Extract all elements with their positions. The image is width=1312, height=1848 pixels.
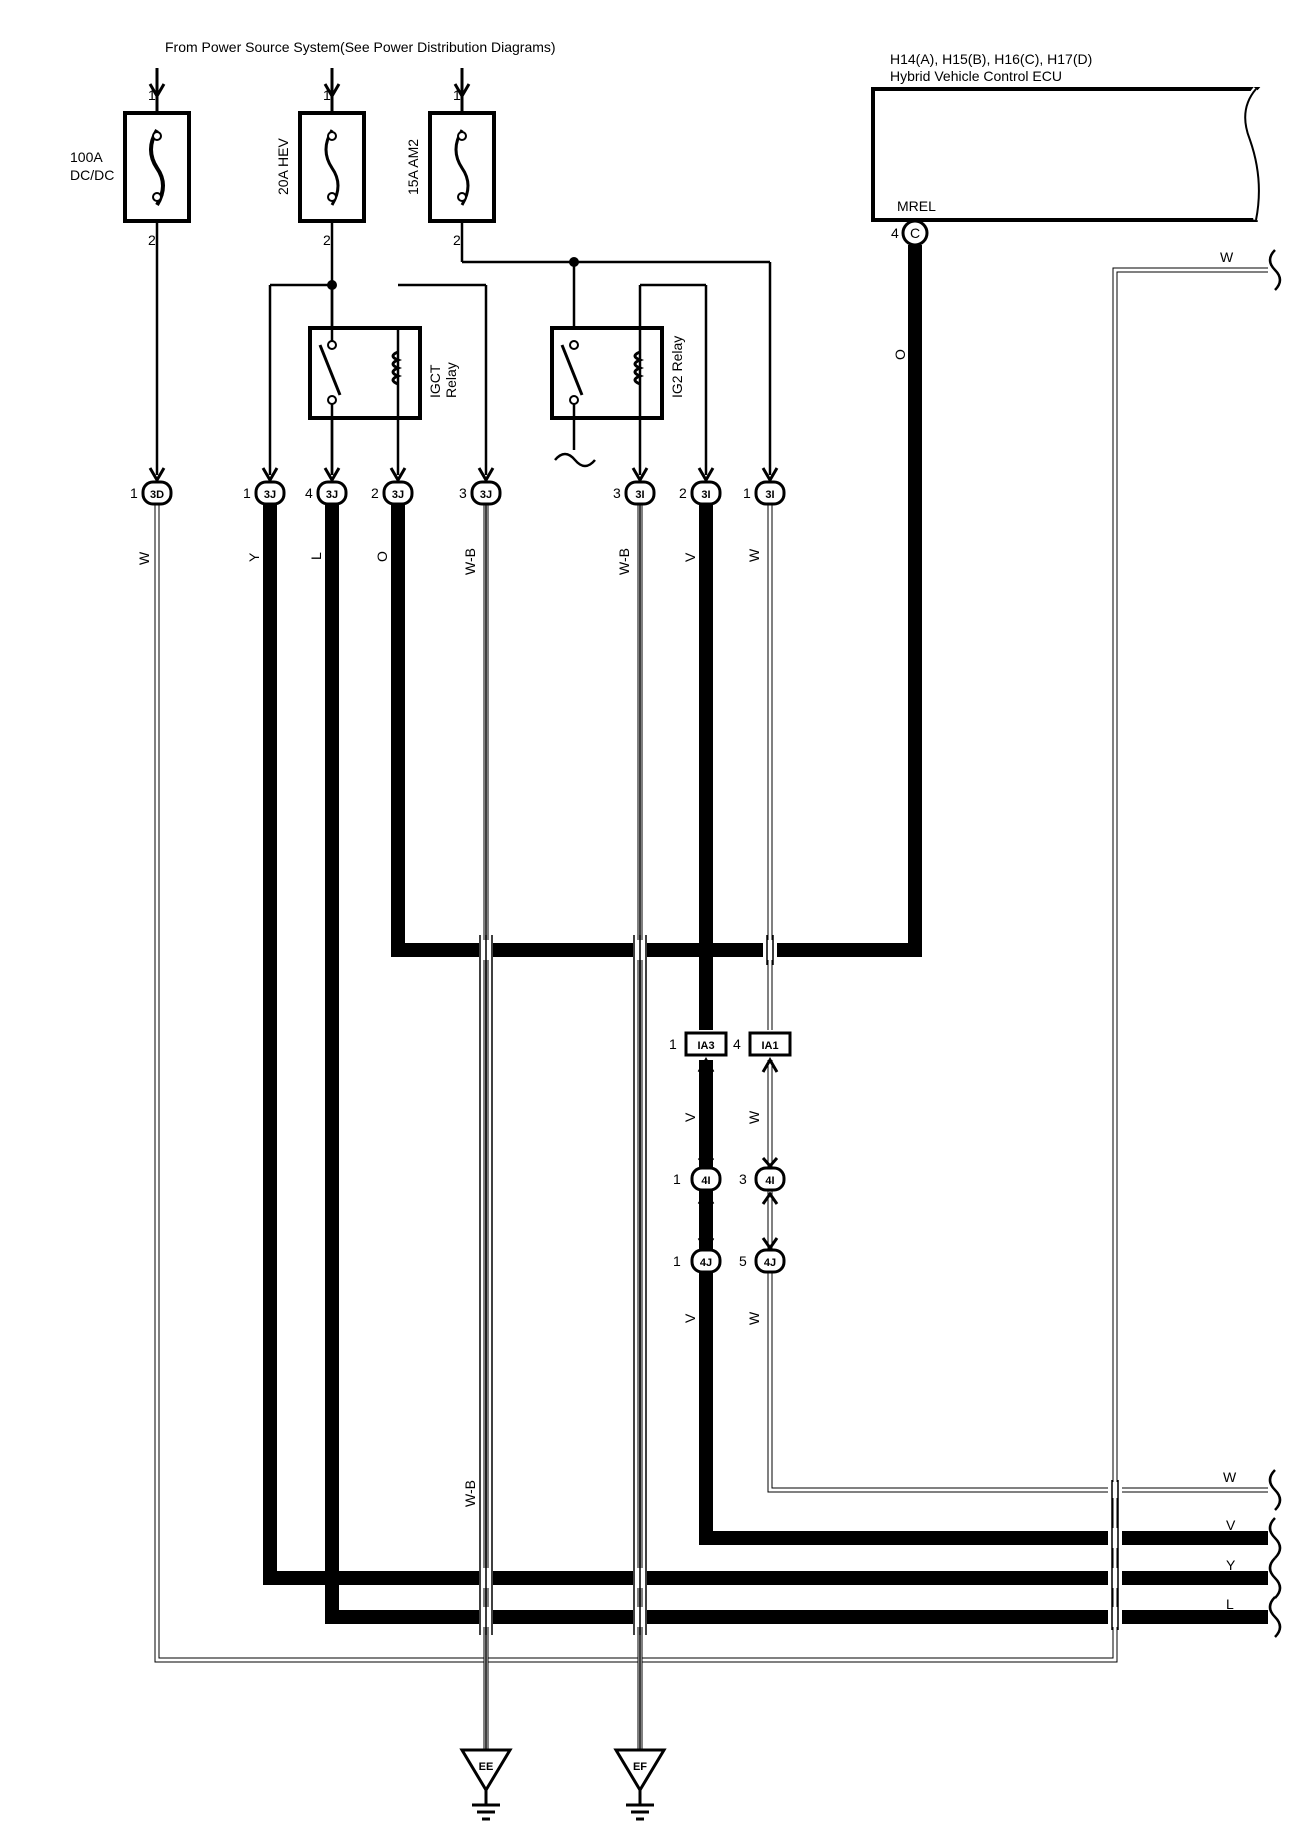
wire-label-y-3j1: Y xyxy=(246,552,262,562)
connector-ia3-id: IA3 xyxy=(697,1040,714,1052)
ground-ef-label: EF xyxy=(633,1761,647,1773)
connector-3i-3-id: 3I xyxy=(635,489,644,501)
connector-3j-2-id: 3J xyxy=(392,489,404,501)
connector-3i-1-id: 3I xyxy=(765,489,774,501)
wire-label-y-right: Y xyxy=(1226,1557,1236,1573)
wire-label-o-ecu: O xyxy=(892,349,908,360)
ecu-connector-id: C xyxy=(910,225,920,241)
connector-4j-1-id: 4J xyxy=(700,1257,712,1269)
ig2-relay-label: IG2 Relay xyxy=(669,336,685,398)
wire-label-o-3j2: O xyxy=(374,551,390,562)
crossing-gaps xyxy=(479,940,1122,1627)
ecu-box xyxy=(871,87,1262,222)
ecu-name-label: Hybrid Vehicle Control ECU xyxy=(890,68,1062,84)
wire-o-3j2 xyxy=(391,245,922,957)
connector-3j-1-pin: 1 xyxy=(243,485,251,501)
connector-4j-5-id: 4J xyxy=(764,1257,776,1269)
connector-3j-1-id: 3J xyxy=(264,489,276,501)
fuse3-pin-in: 1 xyxy=(453,87,461,103)
connector-3j-3-pin: 3 xyxy=(459,485,467,501)
connector-4j-1-pin: 1 xyxy=(673,1253,681,1269)
fuse1-pin-in: 1 xyxy=(148,87,156,103)
wire-label-w-right: W xyxy=(1223,1469,1237,1485)
wire-label-wb-lower: W-B xyxy=(462,1480,478,1507)
4i-4j-arrows xyxy=(697,1157,779,1251)
wire-label-l-right: L xyxy=(1226,1596,1234,1612)
wire-label-wb-3j3: W-B xyxy=(462,548,478,575)
wire-label-v-ia3: V xyxy=(682,1112,698,1122)
connector-3j-3-id: 3J xyxy=(480,489,492,501)
wire-label-l-3j4: L xyxy=(308,552,324,560)
fuse-100a-dcdc xyxy=(123,68,191,223)
connector-3d-pin: 1 xyxy=(130,485,138,501)
connector-3i-2-pin: 2 xyxy=(679,485,687,501)
wire-v-bottom xyxy=(699,1272,1268,1545)
connector-ia3-pin: 1 xyxy=(669,1036,677,1052)
connector-4i-3-pin: 3 xyxy=(739,1171,747,1187)
fuse2-pin-out: 2 xyxy=(323,232,331,248)
connector-ia3 xyxy=(684,1031,728,1057)
connector-4i-3-id: 4I xyxy=(765,1175,774,1187)
ground-ef xyxy=(613,1748,667,1821)
connector-3j-2-pin: 2 xyxy=(371,485,379,501)
wire-w-3d xyxy=(154,267,1268,1663)
fuse-20a-hev xyxy=(298,68,366,223)
wire-label-w-ia1: W xyxy=(746,1110,762,1124)
connector-4i-1-id: 4I xyxy=(701,1175,710,1187)
wire-break-marks xyxy=(1268,249,1282,1638)
connector-ia1-id: IA1 xyxy=(761,1040,778,1052)
igct-relay-label-1: IGCT xyxy=(427,364,443,398)
connector-3j-4-id: 3J xyxy=(326,489,338,501)
fuse3-pin-out: 2 xyxy=(453,232,461,248)
fuse1-label-1: 100A xyxy=(70,149,103,165)
wire-label-w-4j: W xyxy=(746,1311,762,1325)
connector-3i-2-id: 3I xyxy=(701,489,710,501)
junction-dot-2 xyxy=(569,257,579,267)
wire-label-w-ecu: W xyxy=(1220,249,1234,265)
igct-relay-label-2: Relay xyxy=(443,362,459,398)
connector-ia1 xyxy=(748,1031,792,1057)
wire-label-w-3d: W xyxy=(136,551,152,565)
fuse2-label: 20A HEV xyxy=(275,138,291,195)
wire-label-w-3i1: W xyxy=(746,548,762,562)
ig2-relay xyxy=(550,326,664,468)
fuse1-pin-out: 2 xyxy=(148,232,156,248)
connector-arrows xyxy=(148,467,779,483)
wire-label-v-4j: V xyxy=(682,1313,698,1323)
ground-ee xyxy=(459,1748,513,1821)
wire-w-bottom xyxy=(767,1272,1268,1493)
connector-ia1-pin: 4 xyxy=(733,1036,741,1052)
connector-3i-3-pin: 3 xyxy=(613,485,621,501)
wire-label-v-right: V xyxy=(1226,1517,1236,1533)
ground-ee-label: EE xyxy=(479,1761,494,1773)
igct-relay xyxy=(308,285,422,475)
ecu-pin: 4 xyxy=(891,225,899,241)
connector-3i-1-pin: 1 xyxy=(743,485,751,501)
fuse3-label: 15A AM2 xyxy=(405,139,421,195)
wire-l-3j4 xyxy=(325,500,1268,1624)
connector-4i-1-pin: 1 xyxy=(673,1171,681,1187)
fuse1-label-2: DC/DC xyxy=(70,167,114,183)
wire-label-wb-3i3: W-B xyxy=(616,548,632,575)
ecu-terminal-label: MREL xyxy=(897,198,936,214)
connector-3j-4-pin: 4 xyxy=(305,485,313,501)
wire-label-v-3i2: V xyxy=(682,552,698,562)
connector-4j-5-pin: 5 xyxy=(739,1253,747,1269)
power-source-label: From Power Source System(See Power Distr… xyxy=(165,39,556,55)
ia-arrows xyxy=(697,1057,779,1073)
junction-lines xyxy=(155,221,772,475)
connector-3d-id: 3D xyxy=(150,489,164,501)
fuse-15a-am2 xyxy=(428,68,496,223)
fuse2-pin-in: 1 xyxy=(323,87,331,103)
wire-y-3j1 xyxy=(263,500,1268,1585)
ecu-ids-label: H14(A), H15(B), H16(C), H17(D) xyxy=(890,51,1092,67)
